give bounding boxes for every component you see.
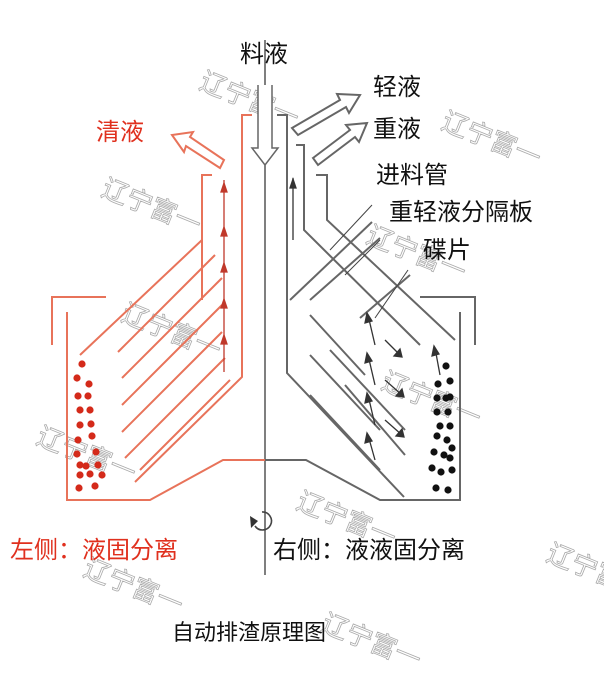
- watermark: 辽宁富一: [32, 422, 140, 489]
- right-bowl: [265, 114, 476, 501]
- particle-dot: [446, 422, 454, 430]
- label-separator-plate: 重轻液分隔板: [389, 198, 533, 226]
- label-discs: 碟片: [423, 236, 471, 264]
- solid-particles-right: [428, 362, 456, 494]
- solid-particles-left: [73, 360, 106, 492]
- particle-dot: [92, 448, 100, 456]
- heavy-liquid-arrow: [311, 121, 369, 167]
- label-right-side: 右侧：液液固分离: [273, 536, 465, 564]
- particle-dot: [76, 471, 84, 479]
- particle-dot: [86, 406, 94, 414]
- particle-dot: [73, 450, 81, 458]
- particle-dot: [73, 374, 81, 382]
- particle-dot: [434, 380, 442, 388]
- label-light-liquid: 轻液: [373, 73, 421, 101]
- particle-dot: [84, 392, 92, 400]
- particle-dot: [430, 448, 438, 456]
- particle-dot: [74, 436, 82, 444]
- particle-dot: [446, 393, 454, 401]
- particle-dot: [87, 420, 95, 428]
- particle-dot: [433, 394, 441, 402]
- rotation-icon: [250, 511, 273, 531]
- particle-dot: [78, 360, 86, 368]
- particle-dot: [444, 408, 452, 416]
- particle-dot: [76, 406, 84, 414]
- watermark: 辽宁富一: [437, 107, 545, 174]
- particle-dot: [433, 408, 441, 416]
- label-feed-liquid: 料液: [240, 40, 288, 68]
- particle-dot: [442, 362, 450, 370]
- clear-liquid-arrow: [170, 130, 226, 170]
- particle-dot: [448, 444, 456, 452]
- left-flow-arrows: [220, 180, 228, 372]
- left-bowl: [51, 114, 265, 501]
- watermark: 辽宁富一: [97, 174, 205, 241]
- particle-dot: [91, 482, 99, 490]
- particle-dot: [74, 392, 82, 400]
- particle-dot: [88, 432, 96, 440]
- label-heavy-liquid: 重液: [373, 115, 421, 143]
- light-liquid-arrow: [290, 92, 362, 137]
- particle-dot: [444, 486, 452, 494]
- label-feed-pipe: 进料管: [376, 161, 448, 189]
- particle-dot: [428, 464, 436, 472]
- particle-dot: [443, 436, 451, 444]
- particle-dot: [440, 451, 448, 459]
- particle-dot: [85, 380, 93, 388]
- particle-dot: [76, 421, 84, 429]
- diagram-caption: 自动排渣原理图: [172, 621, 326, 646]
- particle-dot: [446, 377, 454, 385]
- label-clear-liquid: 清液: [96, 118, 144, 146]
- particle-dot: [446, 454, 454, 462]
- right-flow-arrows: [289, 176, 441, 461]
- label-leader-lines: [329, 204, 409, 319]
- watermark: 辽宁富一: [542, 539, 604, 606]
- particle-dot: [75, 484, 83, 492]
- particle-dot: [82, 462, 90, 470]
- label-left-side: 左侧：液固分离: [10, 536, 178, 564]
- watermark: 辽宁富一: [317, 609, 425, 676]
- particle-dot: [433, 432, 441, 440]
- particle-dot: [98, 471, 106, 479]
- particle-dot: [86, 470, 94, 478]
- feed-arrow: [250, 85, 280, 167]
- particle-dot: [437, 468, 445, 476]
- watermark: 辽宁富一: [377, 367, 485, 434]
- particle-dot: [94, 461, 102, 469]
- particle-dot: [448, 466, 456, 474]
- particle-dot: [76, 461, 84, 469]
- particle-dot: [436, 422, 444, 430]
- particle-dot: [432, 484, 440, 492]
